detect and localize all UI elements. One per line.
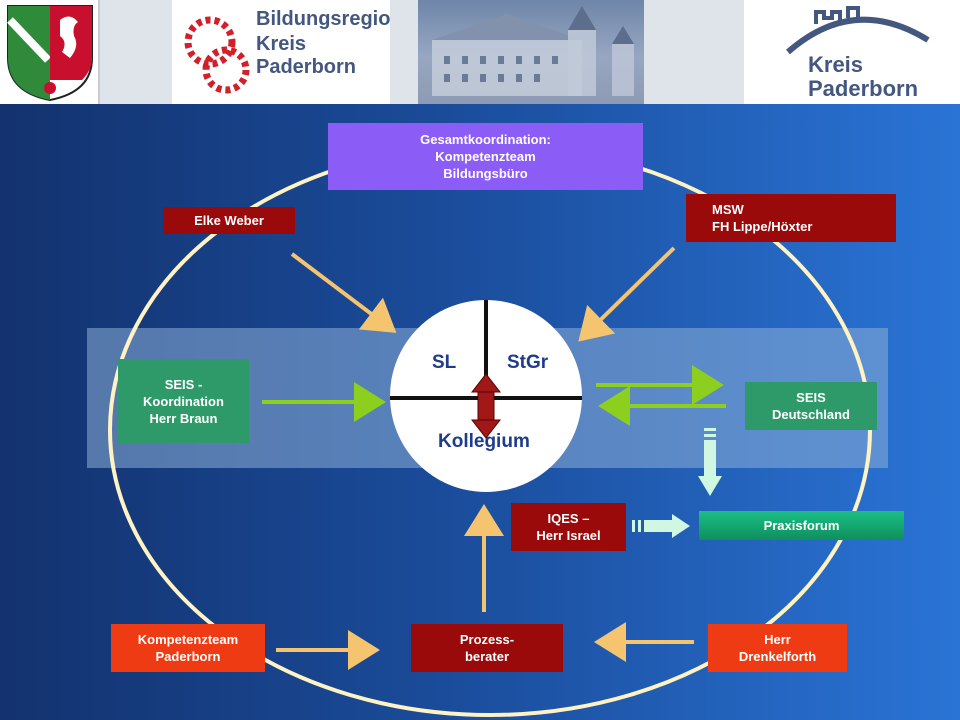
castle-photo	[418, 0, 644, 104]
box-elke-weber: Elke Weber	[163, 207, 295, 234]
nrw-coat-of-arms-logo	[0, 0, 100, 104]
double-arrow-icon	[470, 373, 502, 439]
arrow-elke-to-center	[290, 252, 397, 333]
arrow-msw-to-center	[578, 246, 676, 342]
header-gap	[390, 0, 418, 104]
kreis-emblem-icon	[786, 6, 930, 55]
box-msw: MSW FH Lippe/Höxter	[686, 194, 896, 242]
kreis-logo-line2: Paderborn	[808, 76, 919, 101]
box-kompetenzteam: Kompetenzteam Paderborn	[111, 624, 265, 672]
box-seis-deutschland: SEIS Deutschland	[745, 382, 877, 430]
gear-chain-icon	[184, 16, 250, 94]
coat-of-arms-icon	[7, 5, 93, 102]
kollegium-label: Kollegium	[438, 431, 530, 452]
header-gap	[100, 0, 172, 104]
kreis-paderborn-logo: Kreis Paderborn	[744, 0, 960, 104]
kreis-logo-line1: Kreis	[808, 52, 864, 77]
bildung-logo-line2: Kreis Paderborn	[256, 33, 357, 78]
header-gap	[644, 0, 744, 104]
header-logo-strip: Bildungsregion Kreis Paderborn	[0, 0, 960, 104]
bildung-logo-line1: Bildungsregion	[256, 8, 403, 30]
stgr-label: StGr	[507, 352, 549, 373]
arrow-iqes-to-praxis	[632, 514, 690, 538]
box-prozessberater: Prozess- berater	[411, 624, 563, 672]
sl-label: SL	[432, 352, 457, 373]
box-gesamtkoordination: Gesamtkoordination: Kompetenzteam Bildun…	[328, 123, 643, 190]
box-iqes: IQES – Herr Israel	[511, 503, 626, 551]
arrow-seis-de-to-praxis	[698, 428, 722, 496]
box-drenkelforth: Herr Drenkelforth	[708, 624, 847, 672]
box-praxisforum: Praxisforum	[699, 511, 904, 540]
castle-icon	[432, 6, 634, 96]
bildungsregion-logo: Bildungsregion Kreis Paderborn	[172, 0, 403, 104]
box-seis-koordination: SEIS - Koordination Herr Braun	[118, 359, 249, 443]
